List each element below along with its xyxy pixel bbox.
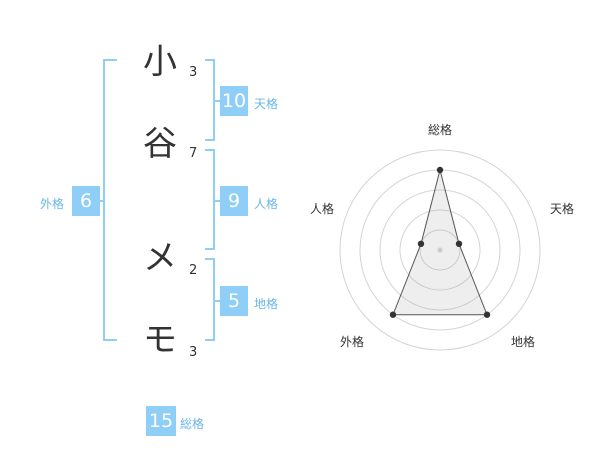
name-char-2: 谷 xyxy=(143,124,177,164)
name-char-3: メ xyxy=(143,238,177,278)
radar-points xyxy=(389,166,491,318)
jinkaku-bracket xyxy=(205,149,215,250)
tenkaku-bracket xyxy=(205,59,215,141)
soukaku-value: 15 xyxy=(146,406,176,436)
radar-axis-label-5: 人格 xyxy=(310,202,335,216)
chikaku-value: 5 xyxy=(220,286,248,316)
gaikaku-value: 6 xyxy=(72,186,100,216)
stroke-count-3: 2 xyxy=(189,263,198,278)
radar-point-4 xyxy=(389,311,397,318)
radar-polygon xyxy=(392,169,488,316)
gaikaku-bracket xyxy=(103,59,117,341)
radar-center xyxy=(437,247,443,253)
radar-axis-label-1: 総格 xyxy=(428,123,453,137)
radar-axis-label-2: 天格 xyxy=(550,202,575,216)
jinkaku-value: 9 xyxy=(220,186,248,216)
name-char-1: 小 xyxy=(143,42,177,82)
chikaku-label: 地格 xyxy=(254,297,279,311)
stroke-count-2: 7 xyxy=(189,146,198,161)
radar-point-2 xyxy=(455,240,463,248)
tenkaku-label: 天格 xyxy=(254,97,279,111)
soukaku-label: 総格 xyxy=(180,417,205,431)
jinkaku-label: 人格 xyxy=(254,197,279,211)
gaikaku-label: 外格 xyxy=(40,197,65,211)
radar-point-1 xyxy=(436,166,444,174)
radar-axis-label-4: 外格 xyxy=(340,335,365,349)
radar-chart xyxy=(339,149,541,351)
chikaku-bracket xyxy=(205,258,215,341)
name-char-4: モ xyxy=(143,320,177,360)
radar-axis-label-3: 地格 xyxy=(511,335,536,349)
stroke-count-1: 3 xyxy=(189,65,198,80)
radar-point-3 xyxy=(483,311,491,318)
tenkaku-value: 10 xyxy=(220,86,248,116)
radar-point-5 xyxy=(417,240,425,248)
stroke-count-4: 3 xyxy=(189,345,198,360)
